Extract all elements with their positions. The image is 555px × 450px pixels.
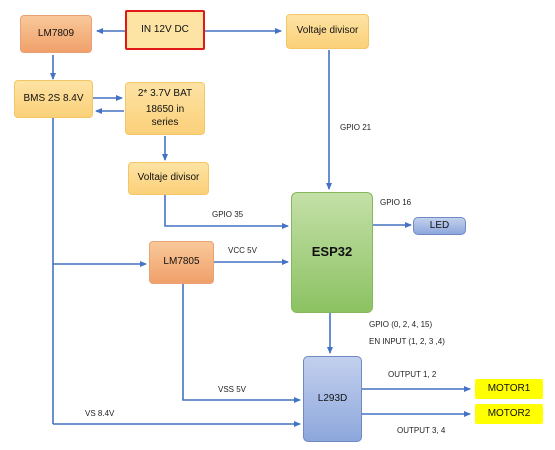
bms-node: BMS 2S 8.4V bbox=[14, 80, 93, 118]
output12-label: OUTPUT 1, 2 bbox=[388, 370, 437, 379]
esp32-node: ESP32 bbox=[291, 192, 373, 313]
input-12v-label: IN 12V DC bbox=[141, 23, 189, 35]
l293d-node: L293D bbox=[303, 356, 362, 442]
lm7805-node: LM7805 bbox=[149, 241, 214, 284]
voltage-divider-top-label: Voltaje divisor bbox=[296, 25, 359, 37]
voltage-divider-mid-node: Voltaje divisor bbox=[128, 162, 209, 195]
lm7809-node: LM7809 bbox=[20, 15, 92, 53]
connector-gpio35 bbox=[164, 195, 289, 229]
gpio21-label: GPIO 21 bbox=[340, 123, 372, 132]
led-label: LED bbox=[429, 219, 450, 231]
battery-label-line2: 18650 in series bbox=[145, 104, 185, 128]
en-input-label: EN INPUT (1, 2, 3 ,4) bbox=[369, 337, 445, 346]
motor1-label: MOTOR1 bbox=[487, 382, 531, 394]
l293d-label: L293D bbox=[317, 392, 348, 404]
bms-label: BMS 2S 8.4V bbox=[23, 92, 84, 104]
gpio35-label: GPIO 35 bbox=[212, 210, 244, 219]
motor2-label: MOTOR2 bbox=[487, 407, 531, 419]
gpio-list-label: GPIO (0, 2, 4, 15) bbox=[369, 320, 433, 329]
gpio16-label: GPIO 16 bbox=[380, 198, 412, 207]
motor2-node: MOTOR2 bbox=[475, 404, 543, 424]
lm7805-label: LM7805 bbox=[163, 256, 200, 268]
led-node: LED bbox=[413, 217, 466, 235]
vcc5-label: VCC 5V bbox=[228, 246, 257, 255]
battery-label-line1: 2* 3.7V BAT bbox=[137, 87, 193, 99]
esp32-label: ESP32 bbox=[311, 244, 353, 260]
battery-node: 2* 3.7V BAT 18650 in series bbox=[125, 82, 205, 135]
input-12v-node: IN 12V DC bbox=[125, 10, 205, 50]
connector-vss5 bbox=[182, 284, 301, 403]
vs84-label: VS 8.4V bbox=[85, 409, 115, 418]
voltage-divider-mid-label: Voltaje divisor bbox=[137, 172, 200, 184]
lm7809-label: LM7809 bbox=[37, 27, 75, 39]
motor1-node: MOTOR1 bbox=[475, 379, 543, 399]
output34-label: OUTPUT 3, 4 bbox=[397, 426, 446, 435]
vss5-label: VSS 5V bbox=[218, 385, 247, 394]
voltage-divider-top-node: Voltaje divisor bbox=[286, 14, 369, 49]
